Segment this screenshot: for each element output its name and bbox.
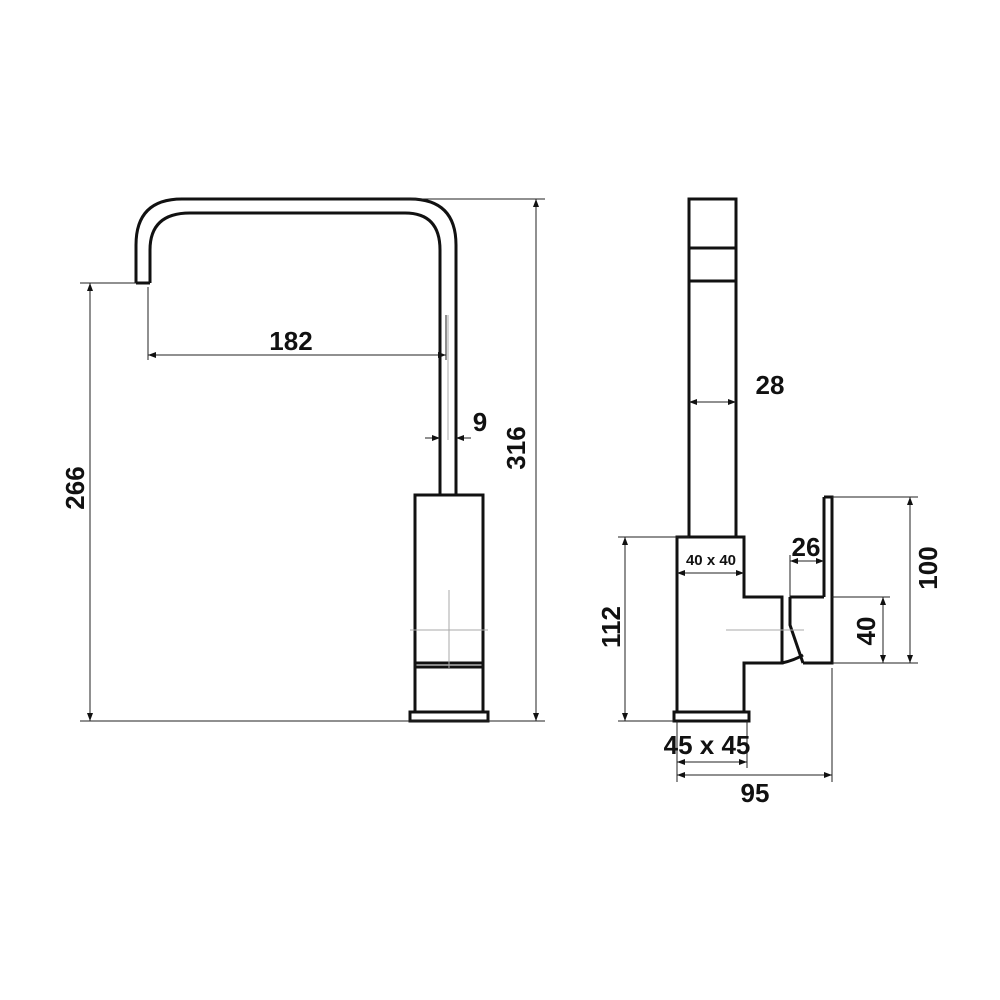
- body-with-lever: [675, 495, 834, 712]
- upper-column: [687, 197, 738, 539]
- front-view: 28 40 x 40 26 100 40 112 45 x 45 95: [596, 197, 943, 808]
- dim-lever-width: 40: [851, 617, 881, 646]
- base: [408, 710, 490, 723]
- base: [672, 710, 751, 723]
- side-view: 182 9 316 266: [60, 197, 545, 723]
- dim-lever-depth: 26: [792, 532, 821, 562]
- dim-spout-reach: 182: [269, 326, 312, 356]
- dim-lever-height: 100: [913, 546, 943, 589]
- spout-outline: [134, 197, 458, 495]
- dim-body-height: 112: [596, 606, 626, 648]
- dim-spout-height: 266: [60, 466, 90, 509]
- dim-total-height: 316: [501, 426, 531, 469]
- dim-total-depth: 95: [741, 778, 770, 808]
- dim-base-section: 45 x 45: [664, 730, 751, 760]
- dim-spout-width: 28: [756, 370, 785, 400]
- dim-body-section: 40 x 40: [686, 552, 736, 569]
- dim-spout-diameter: 9: [473, 407, 487, 437]
